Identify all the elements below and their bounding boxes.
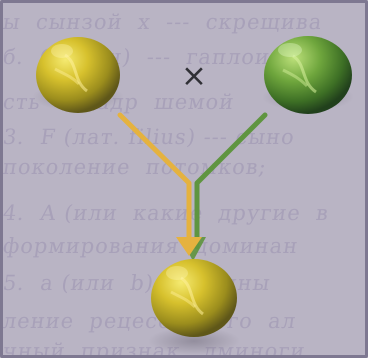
pea-cross-diagram: [32, 36, 354, 355]
green-parent-pea: [264, 36, 352, 114]
yellow-parent-pea: [36, 37, 120, 113]
yellow-offspring-pea: [151, 259, 237, 337]
cross-lines: [117, 112, 268, 261]
cross-symbol: ×: [181, 58, 207, 94]
